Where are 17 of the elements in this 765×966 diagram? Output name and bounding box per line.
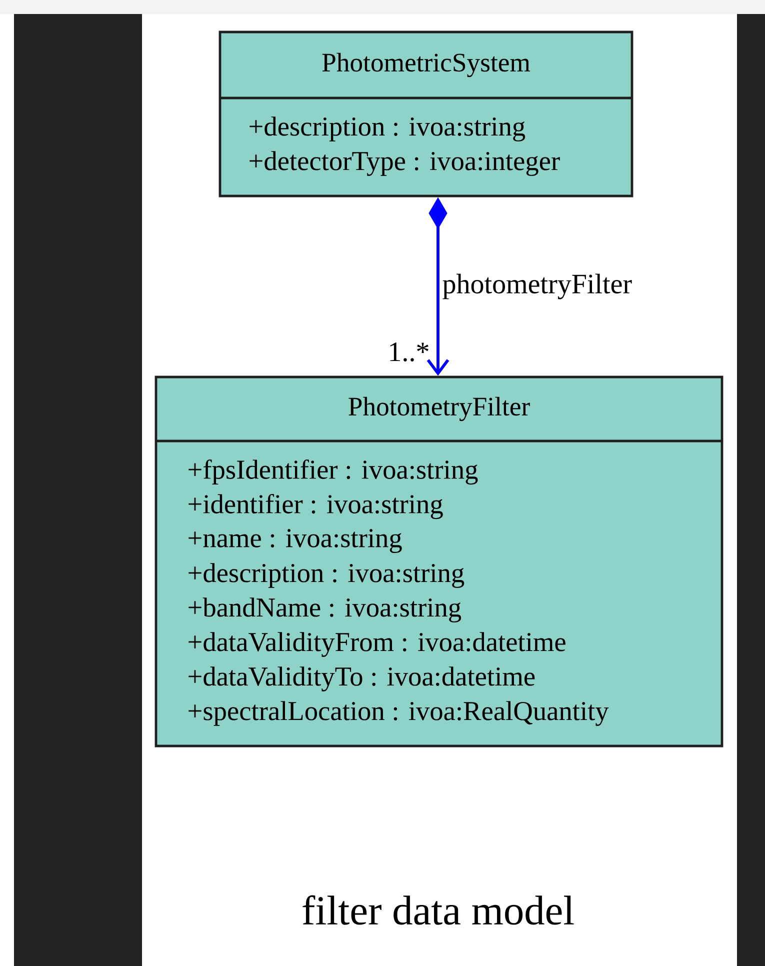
attribute-text: +name : ivoa:string	[188, 529, 402, 553]
attribute-text: +dataValidityTo : ivoa:datetime	[188, 666, 535, 692]
attribute-text: +detectorType : ivoa:integer	[250, 151, 560, 176]
attribute-text: +identifier : ivoa:string	[188, 494, 443, 520]
class-name: PhotometricSystem	[322, 52, 530, 78]
attribute-text: +fpsIdentifier : ivoa:string	[188, 459, 478, 485]
attribute-text: +bandName : ivoa:string	[188, 598, 462, 622]
class-box	[154, 376, 724, 748]
class-box	[218, 30, 634, 198]
attribute-text: +description : ivoa:string	[188, 563, 464, 588]
attribute-text: +dataValidityFrom : ivoa:datetime	[188, 632, 566, 657]
multiplicity-label: 1..*	[390, 342, 428, 362]
class-name: PhotometryFilter	[348, 396, 530, 422]
attribute-text: +spectralLocation : ivoa:RealQuantity	[188, 701, 609, 726]
caption: filter data model	[302, 895, 574, 925]
attribute-text: +description : ivoa:string	[250, 116, 526, 142]
edge-label: photometryFilter	[442, 274, 632, 300]
